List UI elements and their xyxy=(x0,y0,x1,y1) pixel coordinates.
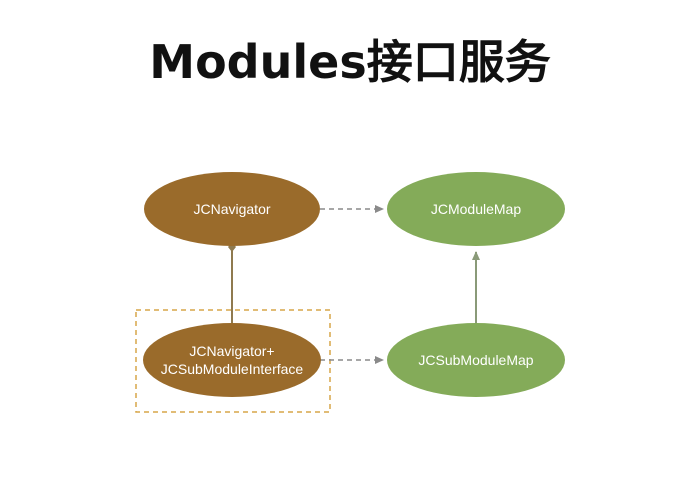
node-jcsubmodulemap-label: JCSubModuleMap xyxy=(418,352,533,368)
node-category-label-line2: JCSubModuleInterface xyxy=(161,361,304,377)
node-jcmodulemap: JCModuleMap xyxy=(387,172,565,246)
category-highlight-box xyxy=(135,309,331,413)
node-category-label-line1: JCNavigator+ xyxy=(189,343,274,359)
node-jcmodulemap-label: JCModuleMap xyxy=(431,201,521,217)
node-jcsubmodulemap: JCSubModuleMap xyxy=(387,323,565,397)
page-title: Modules接口服务 xyxy=(149,35,551,89)
node-jcnavigator-label: JCNavigator xyxy=(193,201,270,217)
node-jcnavigator-category: JCNavigator+ JCSubModuleInterface xyxy=(143,323,321,397)
node-jcnavigator: JCNavigator xyxy=(144,172,320,246)
